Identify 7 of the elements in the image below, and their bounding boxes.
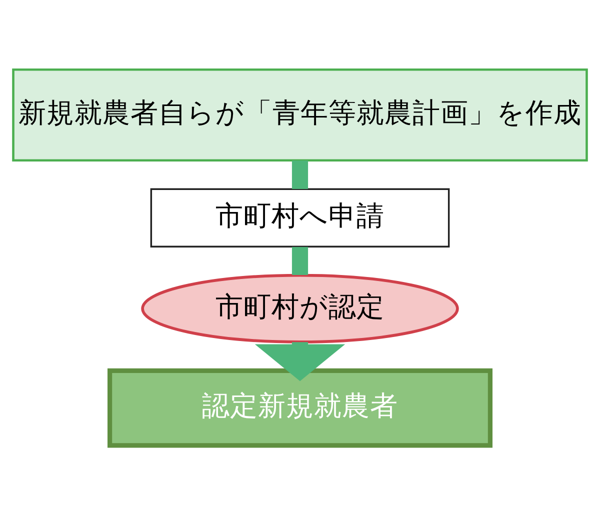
- node-box: 認定新規就農者: [108, 368, 492, 448]
- node-ellipse: 市町村が認定: [141, 273, 459, 343]
- connector: [292, 246, 308, 275]
- connector: [292, 160, 308, 188]
- node-box: 市町村へ申請: [150, 188, 450, 247]
- node-box: 新規就農者自らが「青年等就農計画」を作成: [12, 68, 588, 162]
- arrow: [254, 342, 346, 381]
